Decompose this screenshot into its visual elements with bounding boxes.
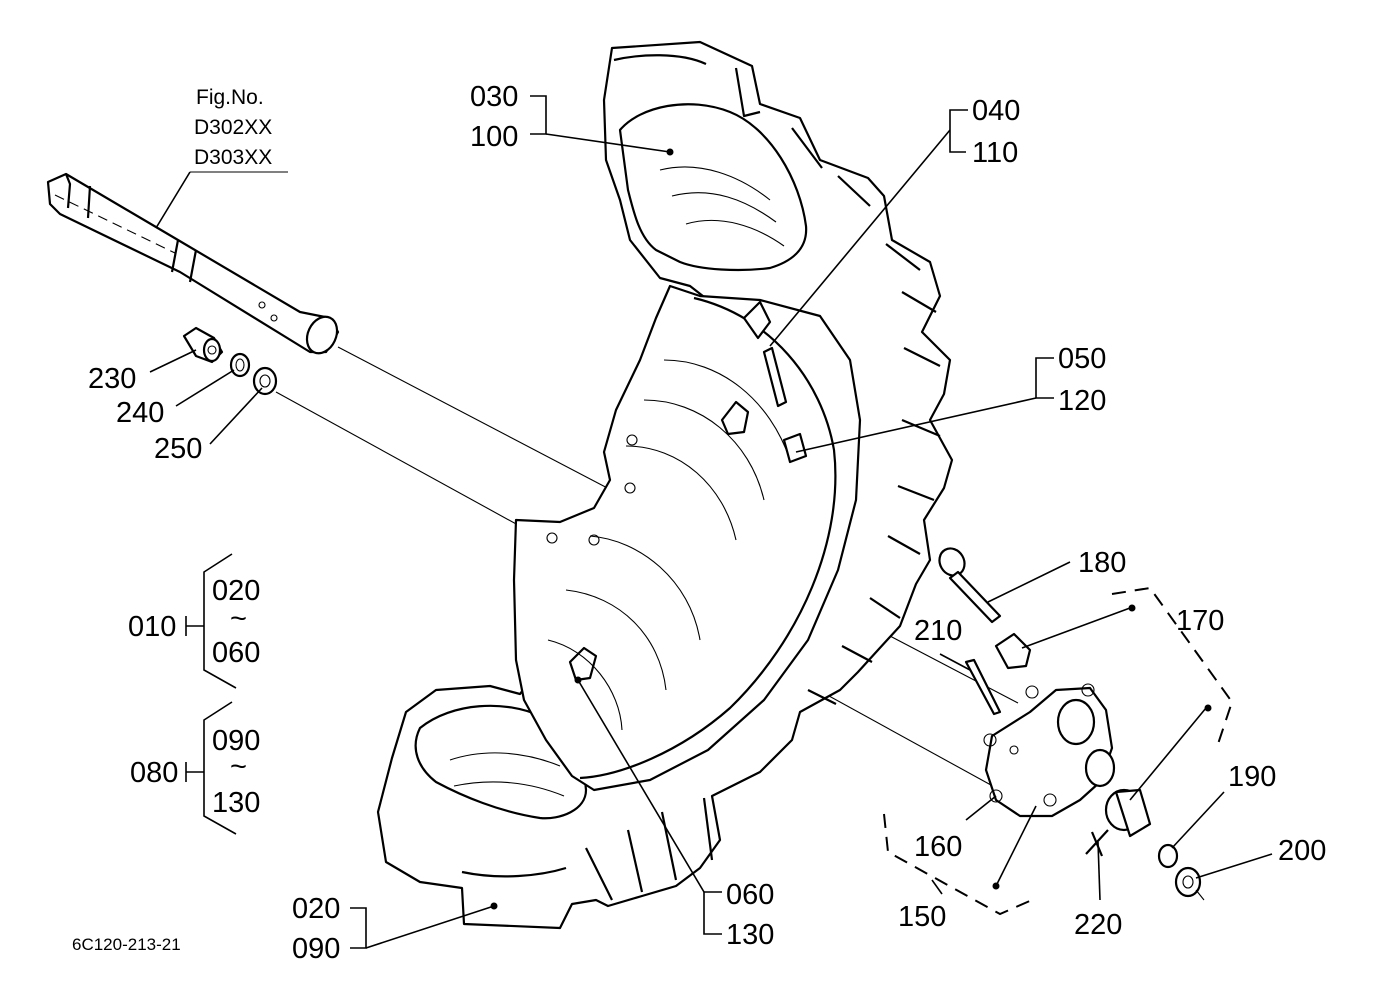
callout-100: 100	[470, 121, 518, 153]
valve-040	[742, 300, 788, 408]
hub-150	[983, 683, 1116, 818]
rim-disc	[512, 284, 862, 792]
callout-150: 150	[898, 901, 946, 933]
callout-170: 170	[1176, 605, 1224, 637]
pin-220	[1085, 829, 1109, 857]
callout-090: 090	[292, 933, 340, 965]
washer-240	[229, 352, 251, 378]
group-bracket-080	[185, 701, 237, 835]
callout-160: 160	[914, 831, 962, 863]
callout-130: 130	[726, 919, 774, 951]
callout-180: 180	[1078, 547, 1126, 579]
group-parent-010: 010	[128, 611, 176, 643]
fig-label: Fig.No.	[196, 86, 264, 109]
pin-210	[964, 658, 1002, 716]
group-tilde-2: ~	[230, 751, 247, 783]
washer-250	[252, 366, 278, 396]
fig-number-1: D302XX	[194, 116, 272, 139]
fig-number-2: D303XX	[194, 146, 272, 169]
callout-200: 200	[1278, 835, 1326, 867]
callout-120: 120	[1058, 385, 1106, 417]
callout-250: 250	[154, 433, 202, 465]
nut-200	[1174, 866, 1202, 898]
group-to-060: 060	[212, 637, 260, 669]
group-parent-080: 080	[130, 757, 178, 789]
drawing-code: 6C120-213-21	[72, 935, 181, 954]
group-to-130: 130	[212, 787, 260, 819]
clip-190	[1157, 843, 1179, 869]
frame-150	[883, 813, 1033, 916]
group-from-020: 020	[212, 575, 260, 607]
collar-170	[994, 632, 1152, 838]
valve-cap-050	[782, 432, 808, 464]
bolt-180	[938, 547, 1002, 624]
group-tilde-1: ~	[230, 603, 247, 635]
callout-220: 220	[1074, 909, 1122, 941]
callout-190: 190	[1228, 761, 1276, 793]
group-from-090: 090	[212, 725, 260, 757]
callout-230: 230	[88, 363, 136, 395]
callout-060: 060	[726, 879, 774, 911]
group-bracket-010	[185, 553, 237, 689]
callout-050: 050	[1058, 343, 1106, 375]
nut-230	[182, 326, 224, 364]
callout-110: 110	[972, 137, 1018, 169]
callout-030: 030	[470, 81, 518, 113]
leader-lines	[149, 95, 1273, 949]
callout-210: 210	[914, 615, 962, 647]
callout-040: 040	[972, 95, 1020, 127]
axle-shaft	[46, 172, 340, 355]
callout-020: 020	[292, 893, 340, 925]
callout-240: 240	[116, 397, 164, 429]
